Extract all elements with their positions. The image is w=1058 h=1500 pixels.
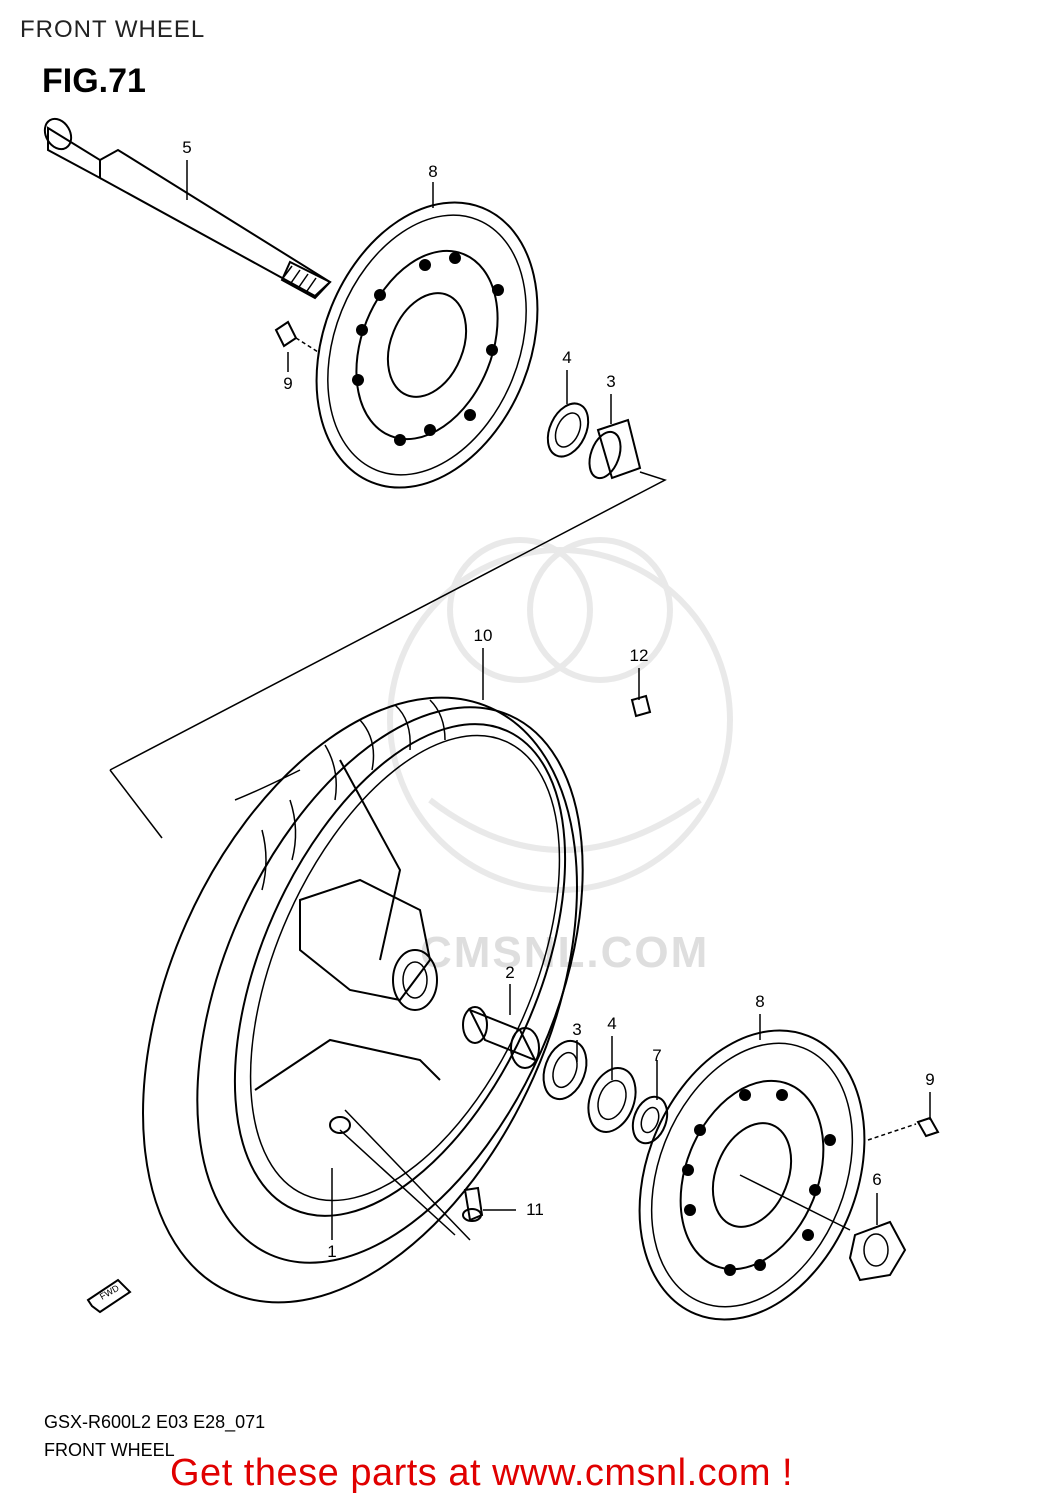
callout-leaders <box>186 160 931 1240</box>
figure-label: FIG.71 <box>42 62 146 100</box>
collar-part-7 <box>631 1095 669 1145</box>
wheel-assembly-part-1 <box>142 696 584 1304</box>
footer-section-title: FRONT WHEEL <box>44 1440 175 1460</box>
callout-9-top: 9 <box>283 374 293 393</box>
callout-2: 2 <box>505 963 515 982</box>
spacer-part-2 <box>462 1006 540 1069</box>
watermark-logo-text: CMSNL.COM <box>420 928 710 977</box>
forward-arrow-icon: FWD <box>86 1278 132 1314</box>
valve-hole <box>329 1116 351 1134</box>
callout-11: 11 <box>526 1200 544 1219</box>
callout-8-bottom: 8 <box>755 992 765 1011</box>
oil-seal-bottom-part-4 <box>587 1067 637 1133</box>
bolt-bottom-part-9 <box>867 1116 940 1141</box>
bearing-top-part-3 <box>588 418 642 480</box>
callout-8-top: 8 <box>428 162 438 181</box>
callout-9-bottom: 9 <box>925 1070 935 1089</box>
callout-12: 12 <box>629 646 649 665</box>
bolt-top-part-9 <box>274 320 319 353</box>
nut-part-6 <box>739 1174 907 1282</box>
axle-part-5 <box>43 117 332 300</box>
tire-tread-part-10 <box>261 699 446 891</box>
bearing-bottom-part-3 <box>542 1039 588 1101</box>
callout-7: 7 <box>652 1046 662 1065</box>
valve-guide-lines <box>339 1109 471 1241</box>
oil-seal-top-part-4 <box>546 402 590 458</box>
promo-link-text[interactable]: Get these parts at www.cmsnl.com ! <box>170 1452 794 1494</box>
valve-part-11 <box>462 1186 484 1222</box>
callout-4-bottom: 4 <box>607 1014 617 1033</box>
brake-disc-bottom-part-8 <box>638 1029 866 1321</box>
balance-weight-part-12 <box>630 694 652 718</box>
callout-6: 6 <box>872 1170 882 1189</box>
watermark-logo <box>387 537 733 893</box>
brake-disc-top-part-8 <box>315 201 539 489</box>
callout-10: 10 <box>473 626 493 645</box>
callout-4-top: 4 <box>562 348 572 367</box>
page-header-title: FRONT WHEEL <box>20 16 206 43</box>
callout-1: 1 <box>327 1242 337 1261</box>
exploded-guide-left <box>109 769 163 839</box>
callout-5: 5 <box>182 138 192 157</box>
exploded-guide-top <box>109 471 667 771</box>
callout-3-top: 3 <box>606 372 616 391</box>
model-code: GSX-R600L2 E03 E28_071 <box>44 1412 266 1432</box>
callout-3-bottom: 3 <box>572 1020 582 1039</box>
